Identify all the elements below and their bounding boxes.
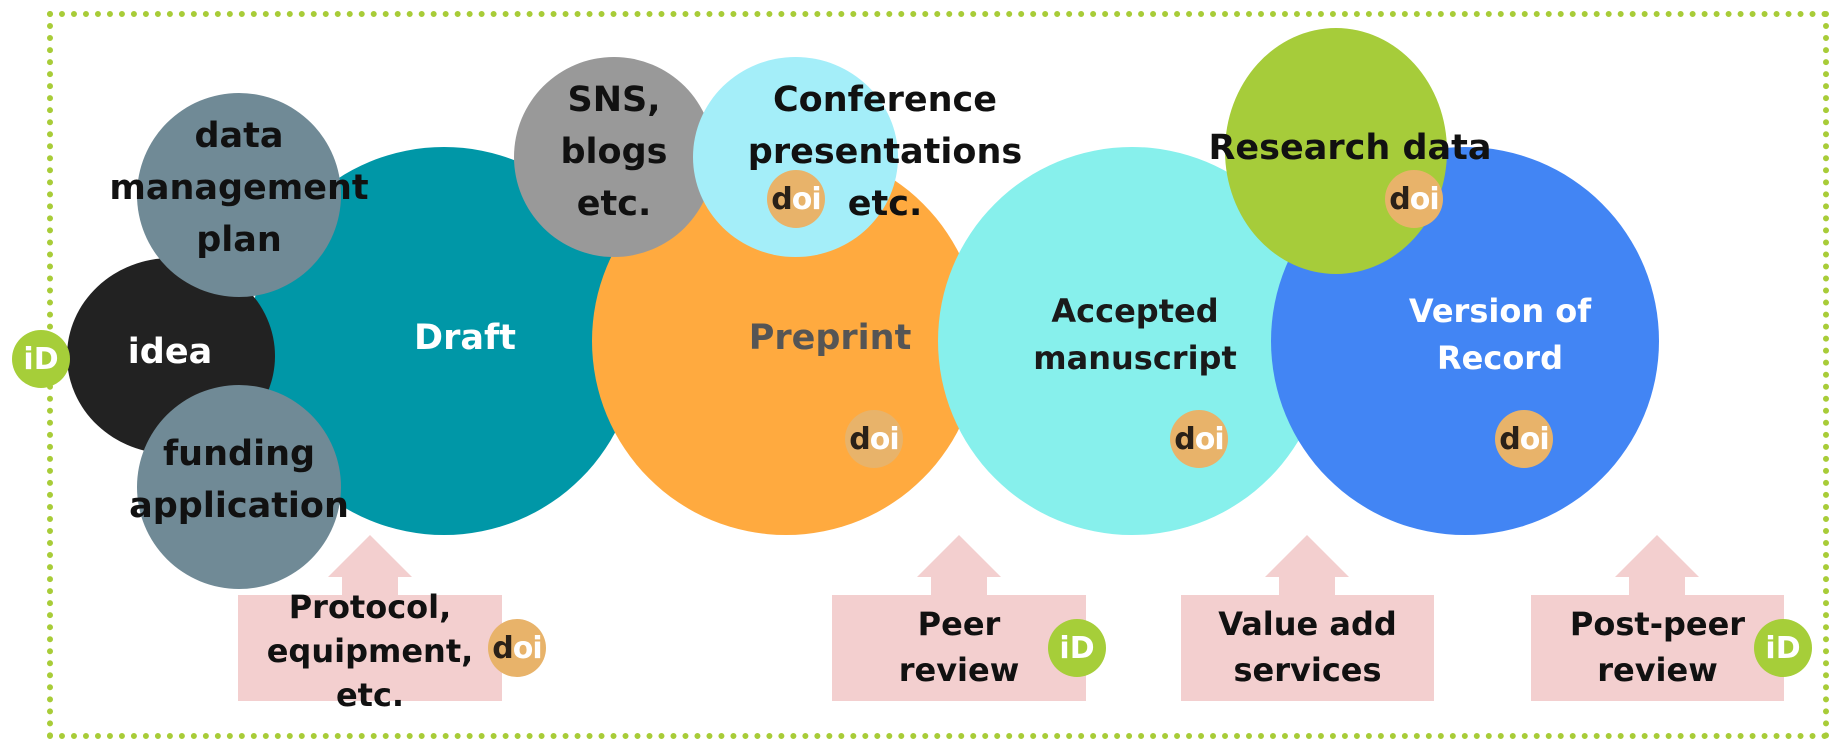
sns-blogs-label: SNS, blogs etc. — [560, 80, 668, 224]
post-peer-review-box — [1531, 595, 1784, 701]
funding-application-circle — [137, 385, 341, 589]
post-peer-review-arrow-stem — [1629, 577, 1685, 595]
post-peer-review-arrow-head — [1615, 535, 1699, 577]
research-data-circle — [1225, 28, 1447, 274]
protocol-box — [238, 595, 502, 701]
research-data-label: Research data — [1208, 128, 1492, 168]
protocol-label: Protocol, equipment, etc. — [266, 588, 474, 714]
value-add-box — [1181, 595, 1434, 701]
version-of-record-label: Version of Record — [1408, 292, 1592, 377]
peer-review-arrow-stem — [931, 577, 987, 595]
orcid-idea-icon: iD — [12, 330, 70, 388]
value-add-arrow-head — [1265, 535, 1349, 577]
protocol-arrow-head — [328, 535, 412, 577]
data-management-plan-label: data management plan — [109, 116, 369, 260]
peer-review-arrow-head — [917, 535, 1001, 577]
protocol-arrow-stem — [342, 577, 398, 595]
value-add-arrow-stem — [1279, 577, 1335, 595]
peer-review-box — [832, 595, 1086, 701]
accepted-manuscript-label: Accepted manuscript — [1033, 292, 1237, 377]
orcid-post-peer-review-icon: iD — [1754, 619, 1812, 677]
draft-label: Draft — [414, 318, 516, 358]
idea-label: idea — [127, 332, 213, 372]
orcid-peer-review-icon: iD — [1048, 619, 1106, 677]
funding-application-label: funding application — [129, 434, 349, 526]
sns-blogs-circle — [514, 57, 714, 257]
conference-presentations-label: Conference presentations etc. — [747, 80, 1023, 224]
data-management-plan-circle — [137, 93, 341, 297]
peer-review-label: Peer review — [898, 605, 1020, 689]
post-peer-review-label: Post-peer review — [1569, 605, 1746, 689]
preprint-label: Preprint — [748, 318, 912, 358]
value-add-label: Value add services — [1218, 605, 1397, 689]
